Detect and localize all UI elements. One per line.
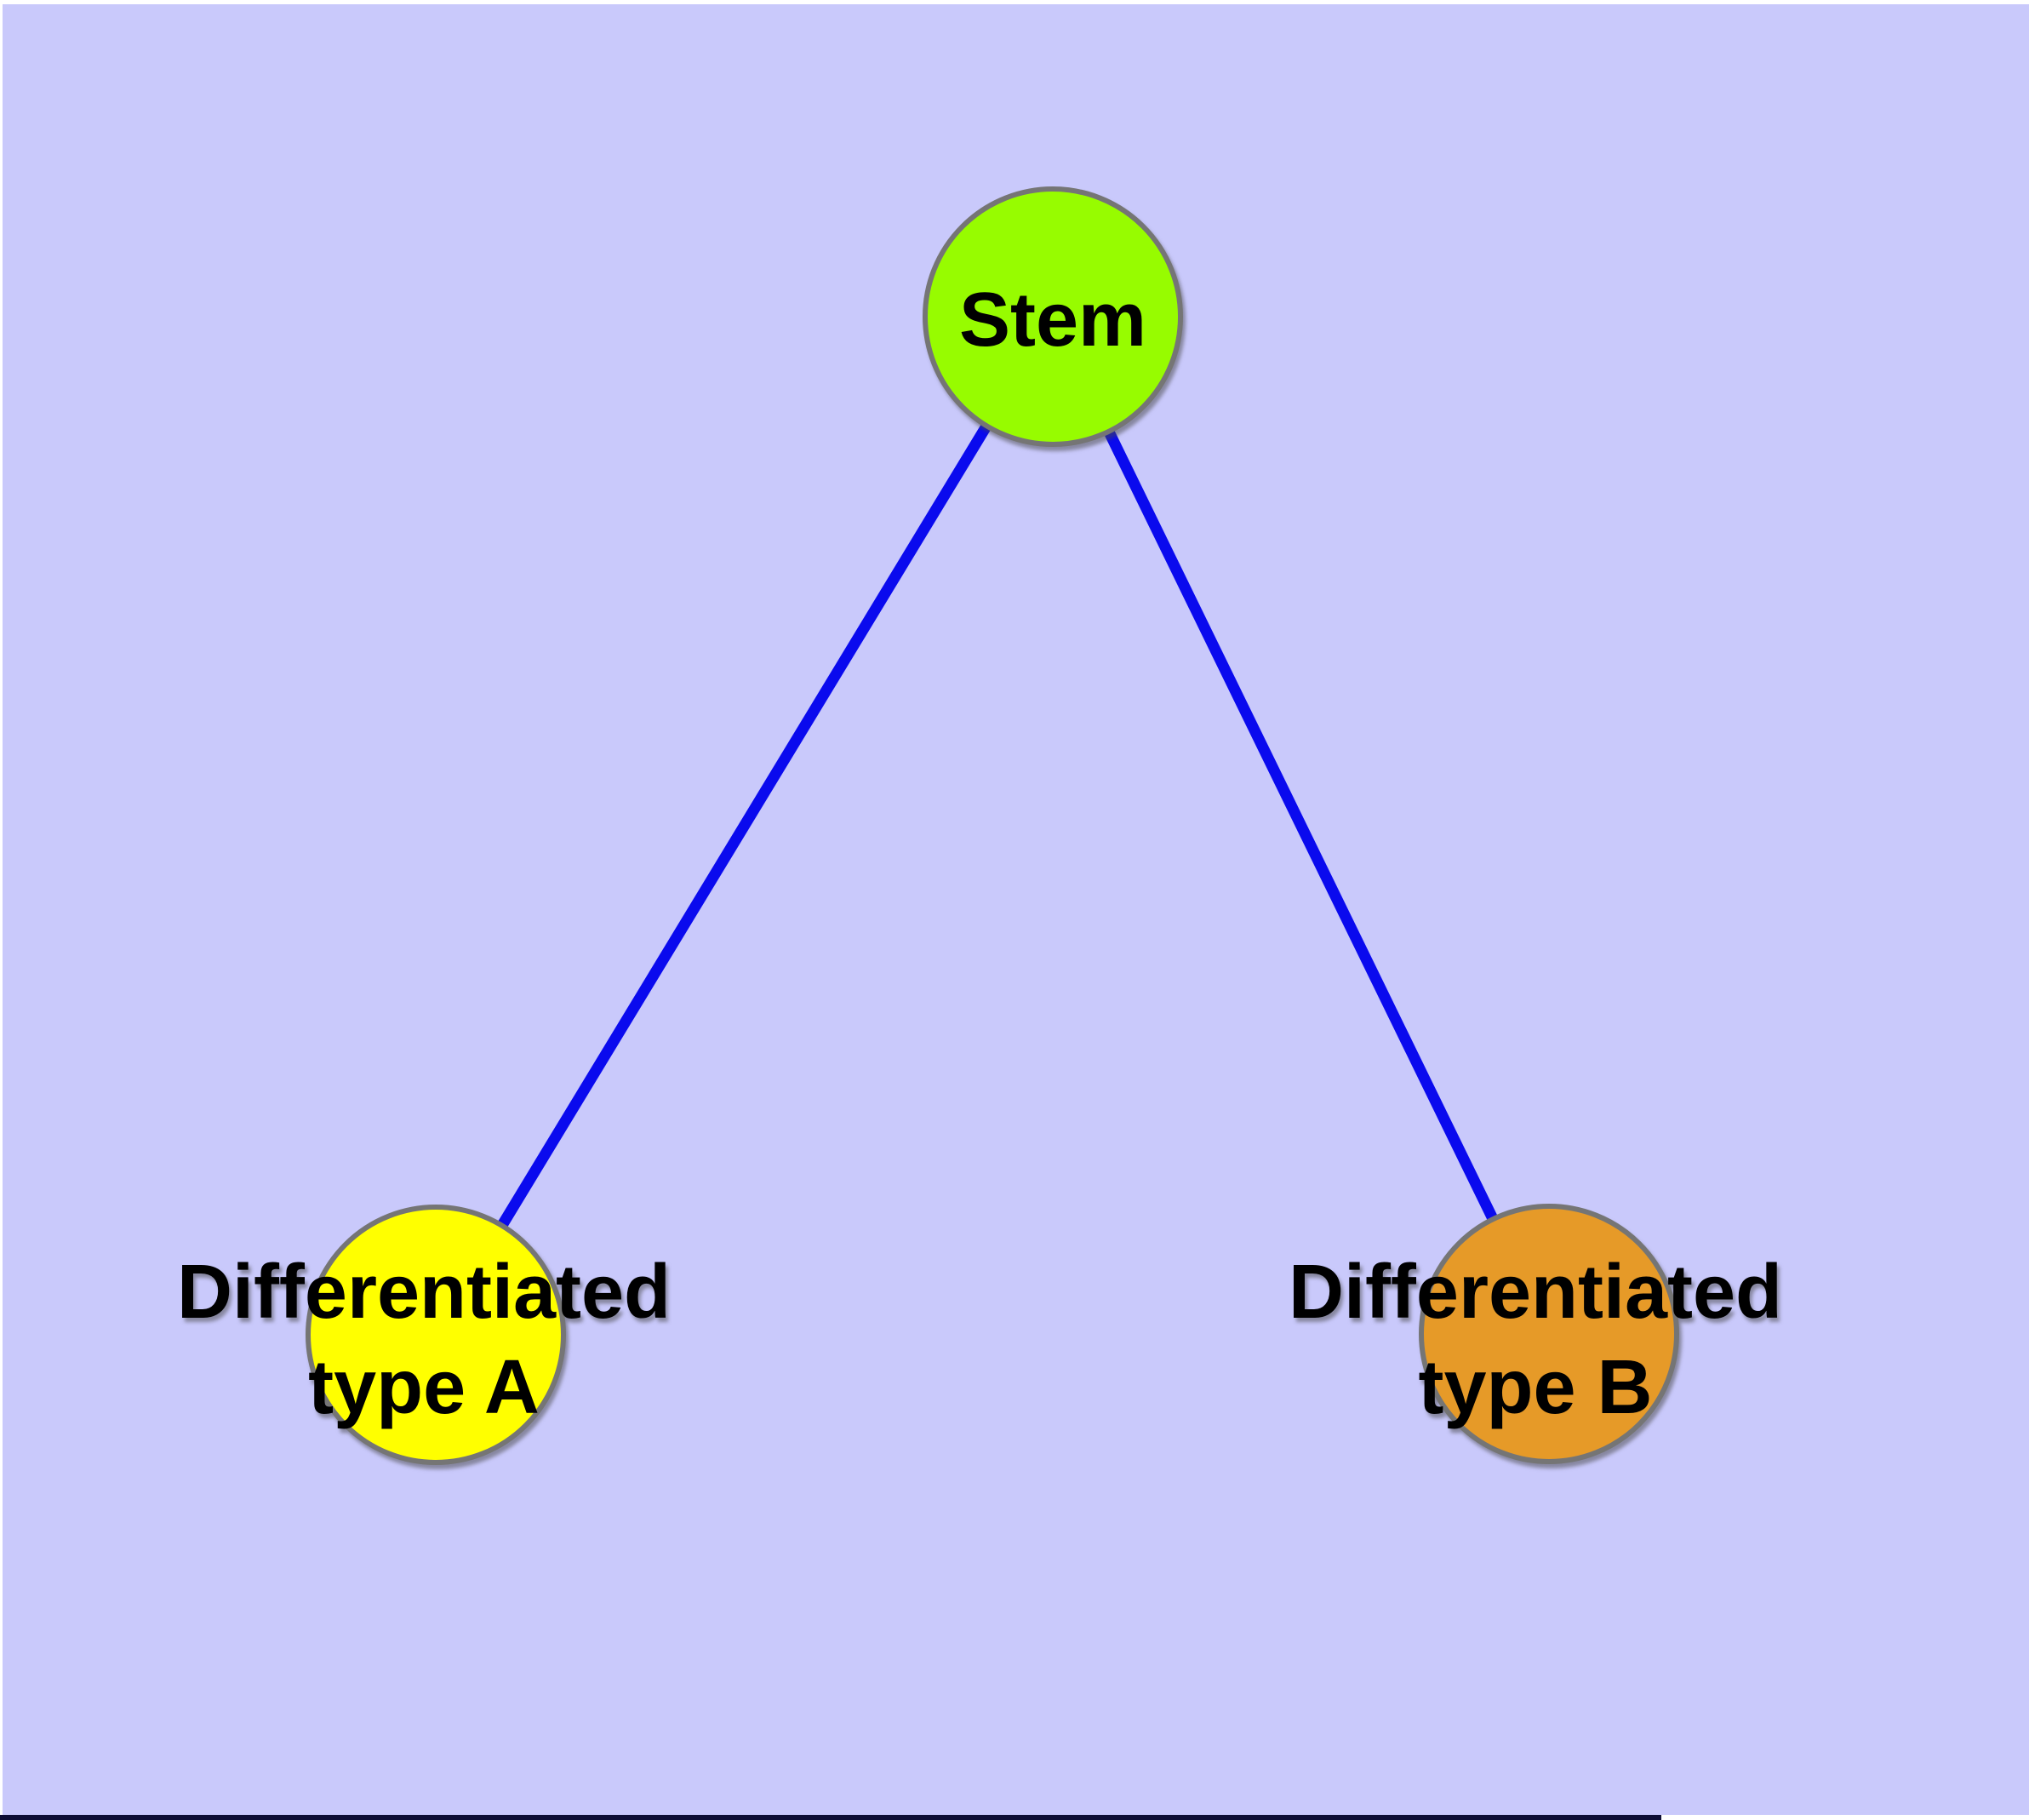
node-type-a-label-line1: Differentiated [177,1250,671,1335]
top-border-strip [0,0,2029,4]
node-differentiated-type-b[interactable]: Differentiated type B [1289,1204,1782,1464]
node-stem-label: Stem [959,278,1146,363]
node-type-b-label-line2: type B [1418,1345,1652,1430]
bottom-border-strip-left [0,1815,1661,1820]
left-border-strip [0,0,3,1820]
edge-stem-to-type-b [1048,314,1554,1336]
node-type-b-circle[interactable] [1419,1204,1679,1464]
node-type-a-label-line2: type A [308,1345,540,1430]
bottom-border-strip-right [1661,1815,2029,1820]
node-stem-circle[interactable] [923,186,1183,447]
node-type-a-circle[interactable] [306,1205,566,1465]
node-stem[interactable]: Stem [923,186,1183,447]
node-differentiated-type-a[interactable]: Differentiated type A [177,1205,671,1465]
node-type-b-label-line1: Differentiated [1289,1250,1782,1335]
edge-stem-to-type-a [431,313,1058,1338]
